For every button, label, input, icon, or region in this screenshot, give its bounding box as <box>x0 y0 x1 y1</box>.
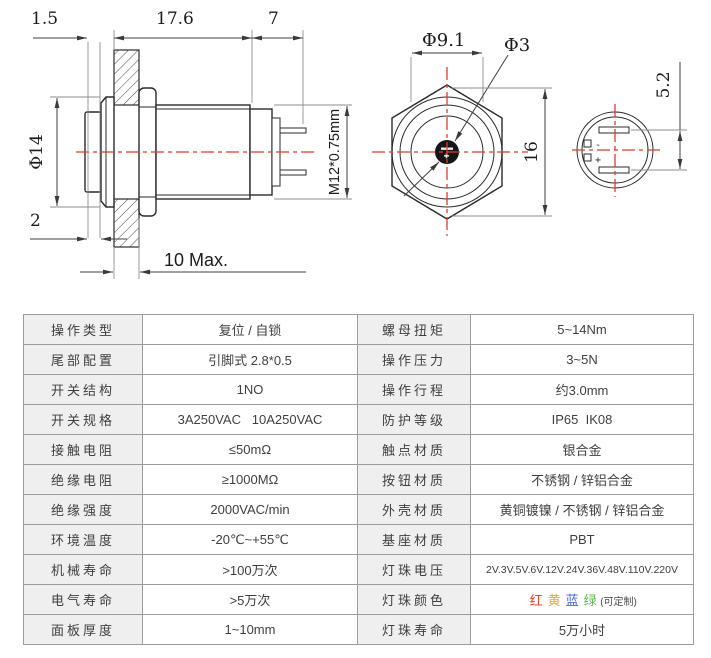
spec-value: 复位 / 自锁 <box>142 314 358 345</box>
spec-label: 绝缘强度 <box>23 494 143 525</box>
terminal-slot <box>598 126 630 134</box>
dim-bezel-thickness: 2 <box>30 211 41 231</box>
spec-value: 5~14Nm <box>470 314 694 345</box>
spec-label: 灯珠电压 <box>357 554 471 585</box>
spec-label: 电气寿命 <box>23 584 143 615</box>
spec-value: 2V.3V.5V.6V.12V.24V.36V.48V.110V.220V <box>470 554 694 585</box>
spec-label: 操作行程 <box>357 374 471 405</box>
spec-value: 不锈钢 / 锌铝合金 <box>470 464 694 495</box>
dim-button-diameter: Φ9.1 <box>422 30 465 51</box>
terminal-pin <box>279 169 307 176</box>
led-terminal-square <box>583 153 592 162</box>
spec-value: >5万次 <box>142 584 358 615</box>
polarity-minus-label: - <box>595 140 601 151</box>
spec-value: 红黄蓝绿(可定制) <box>470 584 694 615</box>
front-view-dimensions: Φ9.1 Φ3 16 <box>403 30 552 217</box>
technical-drawing: 1.5 17.6 7 Φ14 2 10 Max. <box>27 9 687 279</box>
rear-view-centerlines <box>572 104 661 197</box>
spec-label: 操作压力 <box>357 344 471 375</box>
dim-pin-pitch: 5.2 <box>654 71 674 98</box>
spec-value: 银合金 <box>470 434 694 465</box>
spec-value: ≥1000MΩ <box>142 464 358 495</box>
spec-value: 1NO <box>142 374 358 405</box>
table-row: 电气寿命>5万次灯珠颜色红黄蓝绿(可定制) <box>23 584 694 615</box>
spec-label: 环境温度 <box>23 524 143 555</box>
dim-body-length: 17.6 <box>156 9 194 29</box>
dim-thread-spec: M12*0.75mm <box>327 109 343 195</box>
led-color-option: 绿 <box>583 593 597 608</box>
spec-label: 开关规格 <box>23 404 143 435</box>
side-view-dimensions: 1.5 17.6 7 Φ14 2 10 Max. <box>27 9 352 279</box>
led-color-option: 黄 <box>547 593 561 608</box>
led-terminal-square <box>583 139 592 148</box>
spec-label: 操作类型 <box>23 314 143 345</box>
spec-label: 灯珠寿命 <box>357 614 471 645</box>
polarity-plus-label: + <box>595 155 601 166</box>
dim-led-diameter: Φ3 <box>504 35 530 56</box>
spec-label: 接触电阻 <box>23 434 143 465</box>
spec-label: 基座材质 <box>357 524 471 555</box>
spec-value: >100万次 <box>142 554 358 585</box>
front-view: Φ9.1 Φ3 16 <box>372 30 552 236</box>
spec-label: 绝缘电阻 <box>23 464 143 495</box>
spec-value: 3~5N <box>470 344 694 375</box>
spec-label: 防护等级 <box>357 404 471 435</box>
spec-label: 面板厚度 <box>23 614 143 645</box>
dim-panel-thickness: 10 Max. <box>164 250 228 270</box>
spec-value: 5万小时 <box>470 614 694 645</box>
led-color-option: 蓝 <box>565 593 579 608</box>
spec-value: -20℃~+55℃ <box>142 524 358 555</box>
rear-view: - + 5.2 <box>572 62 687 197</box>
side-view: 1.5 17.6 7 Φ14 2 10 Max. <box>27 9 352 279</box>
terminal-slot <box>598 166 630 174</box>
spec-label: 开关结构 <box>23 374 143 405</box>
spec-value: 1~10mm <box>142 614 358 645</box>
terminal-pin <box>279 127 307 134</box>
spec-label: 尾部配置 <box>23 344 143 375</box>
spec-label: 螺母扭矩 <box>357 314 471 345</box>
spec-value: 黄铜镀镍 / 不锈钢 / 锌铝合金 <box>470 494 694 525</box>
dim-cap-protrusion: 1.5 <box>31 9 58 29</box>
spec-value: IP65 IK08 <box>470 404 694 435</box>
spec-label: 触点材质 <box>357 434 471 465</box>
spec-label: 机械寿命 <box>23 554 143 585</box>
panel-hatch <box>113 49 140 248</box>
rear-view-dimensions: 5.2 <box>631 62 687 171</box>
dim-hex-size: 16 <box>522 141 542 163</box>
dim-pin-length: 7 <box>268 9 279 29</box>
spec-value: 3A250VAC 10A250VAC <box>142 404 358 435</box>
spec-label: 灯珠颜色 <box>357 584 471 615</box>
customizable-note: (可定制) <box>600 597 637 608</box>
spec-label: 外壳材质 <box>357 494 471 525</box>
spec-value: 2000VAC/min <box>142 494 358 525</box>
led-color-option: 红 <box>529 593 543 608</box>
spec-value: 引脚式 2.8*0.5 <box>142 344 358 375</box>
spec-value: 约3.0mm <box>470 374 694 405</box>
front-view-centerlines <box>372 67 528 236</box>
spec-value: PBT <box>470 524 694 555</box>
spec-label: 按钮材质 <box>357 464 471 495</box>
spec-value: ≤50mΩ <box>142 434 358 465</box>
dim-flange-diameter: Φ14 <box>27 134 47 170</box>
